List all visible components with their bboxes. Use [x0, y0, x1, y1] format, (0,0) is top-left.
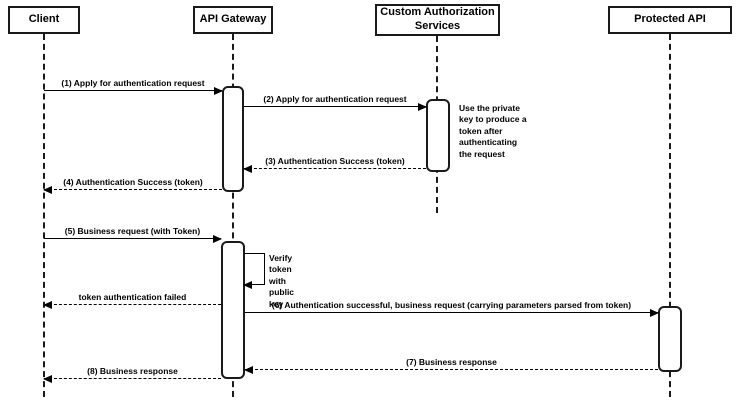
message-3-label: (3) Authentication Success (token)	[265, 156, 405, 166]
note-private-key: Use the private key to produce a token a…	[459, 103, 527, 159]
activation-api-gateway-auth	[222, 86, 244, 192]
arrowhead-left-icon	[243, 280, 252, 289]
arrowhead-left-icon	[43, 185, 52, 194]
actor-custom-authorization-services-label: Custom Authorization Services	[380, 6, 495, 32]
arrowhead-right-icon	[650, 308, 659, 317]
actor-api-gateway-label: API Gateway	[199, 13, 267, 26]
message-7-line	[245, 369, 658, 370]
message-6-label: (6) Authentication successful, business …	[271, 300, 632, 310]
message-1-label: (1) Apply for authentication request	[61, 78, 205, 88]
lifeline-api-gateway	[232, 34, 234, 397]
arrowhead-left-icon	[43, 300, 52, 309]
activation-custom-authorization-services	[426, 99, 450, 172]
arrowhead-left-icon	[244, 365, 253, 374]
message-5-line	[44, 238, 221, 239]
message-token-auth-failed-line	[44, 304, 221, 305]
message-3-line	[244, 168, 426, 169]
arrowhead-right-icon	[213, 234, 222, 243]
message-2-line	[244, 106, 426, 107]
arrowhead-left-icon	[43, 374, 52, 383]
self-message-label: Verify token with public key	[269, 253, 295, 309]
actor-custom-authorization-services: Custom Authorization Services	[375, 4, 500, 36]
arrowhead-left-icon	[243, 164, 252, 173]
message-1-line	[44, 90, 222, 91]
message-4-label: (4) Authentication Success (token)	[63, 177, 203, 187]
message-6-line	[245, 312, 658, 313]
message-token-auth-failed-label: token authentication failed	[78, 292, 187, 302]
arrowhead-right-icon	[214, 86, 223, 95]
actor-client-label: Client	[28, 13, 60, 26]
activation-api-gateway-business	[221, 241, 245, 379]
actor-api-gateway: API Gateway	[193, 6, 273, 34]
actor-protected-api: Protected API	[608, 6, 732, 34]
message-7-label: (7) Business response	[406, 357, 497, 367]
arrowhead-right-icon	[418, 102, 427, 111]
lifeline-client	[43, 34, 45, 397]
message-8-label: (8) Business response	[87, 366, 178, 376]
activation-protected-api	[658, 306, 682, 372]
message-2-label: (2) Apply for authentication request	[263, 94, 407, 104]
self-message-verify-token: Verify token with public key	[243, 253, 294, 309]
message-4-line	[44, 189, 222, 190]
message-5-label: (5) Business request (with Token)	[64, 226, 201, 236]
lifeline-protected-api	[669, 34, 671, 397]
message-8-line	[44, 378, 221, 379]
actor-protected-api-label: Protected API	[634, 13, 706, 26]
actor-client: Client	[8, 6, 80, 34]
